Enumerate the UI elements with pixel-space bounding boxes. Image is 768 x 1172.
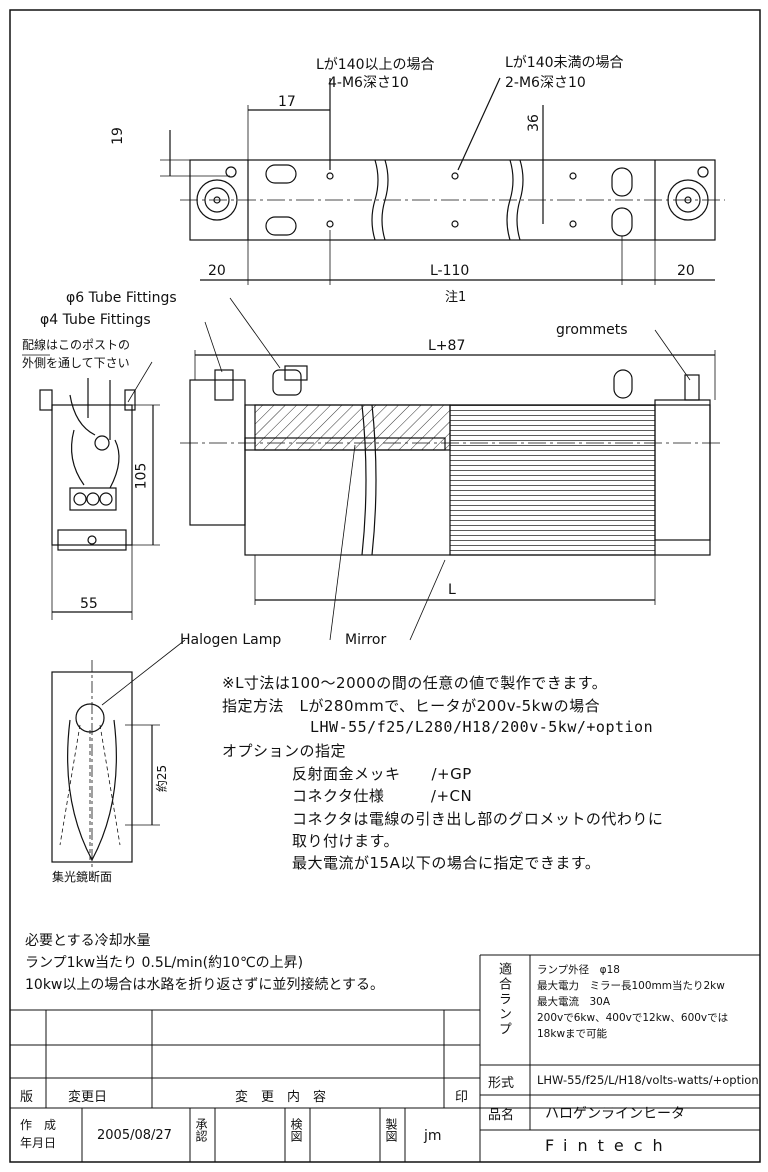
note-l140-under: Lが140未満の場合	[505, 55, 624, 71]
dim-20-right: 20	[677, 263, 695, 279]
wiring-note-2: 外側を通して下さい	[22, 356, 130, 370]
model-label: 形式	[488, 1076, 515, 1091]
note-line-8: 取り付けます。	[292, 832, 400, 850]
note-2m6: 2-M6深さ10	[505, 75, 586, 91]
lamp-line-2: 最大電力 ミラー長100mm当たり2kw	[537, 980, 725, 992]
note-l140-over: Lが140以上の場合	[316, 57, 435, 73]
note-line-4: オプションの指定	[222, 742, 347, 760]
drafter: jm	[424, 1128, 442, 1144]
made-label: 作 成 年月日	[20, 1118, 57, 1150]
dim-19: 19	[109, 127, 126, 145]
cooling-line-1: ランプ1kw当たり 0.5L/min(約10℃の上昇)	[25, 955, 304, 971]
title-block-grid	[10, 954, 760, 1162]
dim-l87: L+87	[428, 338, 466, 354]
dim-20-left: 20	[208, 263, 226, 279]
note-line-9: 最大電流が15A以下の場合に指定できます。	[292, 854, 601, 872]
draft-label: 製図	[384, 1118, 398, 1142]
dim-55: 55	[80, 596, 98, 612]
lamp-label: 適合ランプ	[496, 962, 511, 1037]
name-label: 品名	[488, 1108, 515, 1123]
dim-l: L	[448, 582, 456, 598]
note-line-6: コネクタ仕様 /+CN	[292, 787, 473, 805]
header-seal: 印	[455, 1090, 469, 1105]
note-line-5: 反射面金メッキ /+GP	[292, 765, 472, 783]
note-4m6: 4-M6深さ10	[328, 75, 409, 91]
dim-25: 約25	[155, 764, 170, 793]
drawing-frame	[9, 9, 761, 1163]
inspect-label: 検図	[289, 1118, 303, 1142]
note-1: 注1	[445, 290, 467, 305]
dim-l110: L-110	[430, 263, 470, 279]
note-line-1: ※L寸法は100～2000の間の任意の値で製作できます。	[222, 674, 608, 692]
cooling-line-2: 10kw以上の場合は水路を折り返さずに並列接続とする。	[25, 977, 384, 993]
lamp-line-5: 18kwまで可能	[537, 1028, 608, 1040]
label-halogen-lamp: Halogen Lamp	[180, 632, 282, 648]
dim-105: 105	[133, 462, 150, 490]
approve-label: 承認	[194, 1118, 208, 1142]
header-date: 変更日	[68, 1090, 108, 1105]
section-caption: 集光鏡断面	[52, 870, 113, 884]
dim-17: 17	[278, 94, 296, 110]
lamp-line-3: 最大電流 30A	[537, 996, 611, 1008]
lamp-line-1: ランプ外径 φ18	[537, 964, 620, 976]
made-date: 2005/08/27	[97, 1128, 172, 1143]
label-tube4: φ4 Tube Fittings	[40, 312, 151, 328]
side-view	[180, 297, 720, 641]
top-view	[160, 77, 725, 285]
company-name: Fintech	[545, 1136, 673, 1155]
label-mirror: Mirror	[345, 632, 387, 648]
note-line-2: 指定方法 Lが280mmで、ヒータが200v-5kwの場合	[222, 697, 601, 715]
note-line-7: コネクタは電線の引き出し部のグロメットの代わりに	[292, 810, 664, 828]
end-view	[22, 354, 160, 620]
model-value: LHW-55/f25/L/H18/volts-watts/+option	[537, 1073, 759, 1087]
header-ban: 版	[20, 1090, 34, 1105]
wiring-note-1: 配線はこのポストの	[22, 338, 131, 352]
label-tube6: φ6 Tube Fittings	[66, 290, 177, 306]
note-line-3: LHW-55/f25/L280/H18/200v-5kw/+option	[310, 718, 654, 736]
header-content: 変 更 内 容	[235, 1090, 327, 1105]
name-value: ハロゲンラインヒータ	[545, 1106, 685, 1122]
section-view	[51, 639, 186, 870]
dim-36: 36	[525, 114, 542, 132]
cooling-title: 必要とする冷却水量	[25, 933, 151, 949]
label-grommets: grommets	[556, 322, 628, 338]
lamp-line-4: 200vで6kw、400vで12kw、600vでは	[537, 1012, 729, 1024]
